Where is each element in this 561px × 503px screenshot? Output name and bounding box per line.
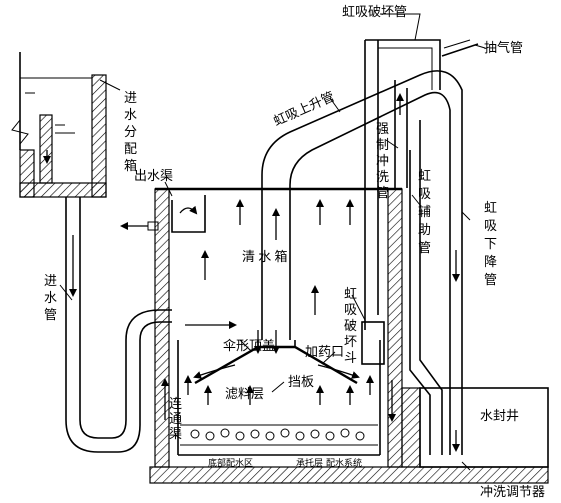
label-distribution-system: 配水系统 [326, 457, 362, 468]
label-bottom-distribution-zone: 底部配水区 [208, 457, 253, 468]
forced-flush-pipe [394, 80, 408, 188]
label-forced-flush-pipe-c2: 制 [376, 137, 389, 152]
inlet-pipe [65, 197, 172, 453]
label-inlet-pipe: 进 水 管 [44, 273, 60, 322]
label-siphon-aux-pipe-c5: 管 [418, 240, 431, 255]
label-siphon-aux-pipe-c4: 助 [418, 222, 431, 237]
label-support-layer: 承托层 [296, 457, 323, 468]
label-forced-flush-pipe: 强 制 冲 洗 管 [376, 121, 392, 200]
label-siphon-break-pipe: 虹吸破坏管 [342, 4, 407, 19]
siphon-rising-pipe [261, 70, 463, 455]
label-inlet-distribution-box-c2: 水 [124, 107, 137, 122]
label-inlet-distribution-box-c4: 配 [124, 141, 137, 156]
leader-lines [59, 13, 486, 471]
label-inlet-distribution-box-c3: 分 [124, 124, 137, 139]
label-siphon-down-pipe: 虹 吸 下 降 管 [484, 200, 500, 287]
label-dosing-port: 加药口 [305, 344, 344, 359]
label-connecting-channel-c2: 通 [169, 411, 182, 426]
label-siphon-break-funnel-c4: 坏 [344, 334, 357, 349]
label-forced-flush-pipe-c5: 管 [376, 185, 389, 200]
label-forced-flush-pipe-c1: 强 [376, 121, 389, 136]
label-inlet-distribution-box-c5: 箱 [124, 158, 137, 173]
label-water-seal-well: 水封井 [480, 408, 519, 423]
label-siphon-aux-pipe: 虹 吸 辅 助 管 [418, 168, 434, 255]
label-inlet-pipe-c1: 进 [44, 273, 57, 288]
inlet-distribution-box [11, 52, 107, 198]
label-umbrella-top-cover: 伞形顶盖 [223, 338, 275, 353]
label-siphon-break-funnel-c1: 虹 [344, 286, 357, 301]
label-flush-regulator: 冲洗调节器 [480, 484, 545, 499]
siphon-break-pipe [361, 39, 479, 365]
label-baffle: 挡板 [288, 374, 314, 389]
label-clear-water-tank: 清 水 箱 [242, 249, 288, 264]
label-forced-flush-pipe-c4: 洗 [376, 169, 389, 184]
label-connecting-channel-c3: 渠 [169, 426, 182, 441]
label-siphon-break-funnel-c5: 斗 [344, 350, 357, 365]
water-seal-well [419, 387, 549, 468]
label-air-extraction-pipe: 抽气管 [484, 40, 523, 55]
label-connecting-channel-c1: 连 [169, 396, 182, 411]
siphon-auxiliary-pipe [409, 120, 443, 455]
label-outlet-channel: 出水渠 [134, 168, 173, 183]
label-filter-layer: 滤料层 [225, 386, 264, 401]
label-siphon-down-pipe-c3: 下 [484, 236, 497, 251]
flow-arrows [161, 199, 396, 422]
label-inlet-pipe-c2: 水 [44, 290, 57, 305]
label-inlet-distribution-box-c1: 进 [124, 90, 137, 105]
label-siphon-down-pipe-c5: 管 [484, 272, 497, 287]
label-siphon-break-funnel-c3: 破 [344, 318, 357, 333]
label-siphon-aux-pipe-c2: 吸 [418, 186, 431, 201]
label-siphon-rising-pipe: 虹吸上升管 [271, 89, 336, 129]
support-gravel [190, 428, 365, 441]
label-siphon-aux-pipe-c3: 辅 [418, 204, 431, 219]
label-connecting-channel: 连 通 渠 [169, 396, 185, 441]
label-siphon-break-funnel: 虹 吸 破 坏 斗 [344, 286, 360, 365]
label-siphon-down-pipe-c4: 降 [484, 254, 497, 269]
label-inlet-distribution-box: 进 水 分 配 箱 [124, 90, 140, 173]
label-siphon-down-pipe-c2: 吸 [484, 218, 497, 233]
filter-layer [180, 424, 378, 446]
label-siphon-down-pipe-c1: 虹 [484, 200, 497, 215]
label-forced-flush-pipe-c3: 冲 [376, 153, 389, 168]
outlet-channel [120, 195, 206, 233]
label-siphon-break-funnel-c2: 吸 [344, 302, 357, 317]
label-siphon-aux-pipe-c1: 虹 [418, 168, 431, 183]
label-inlet-pipe-c3: 管 [44, 307, 57, 322]
